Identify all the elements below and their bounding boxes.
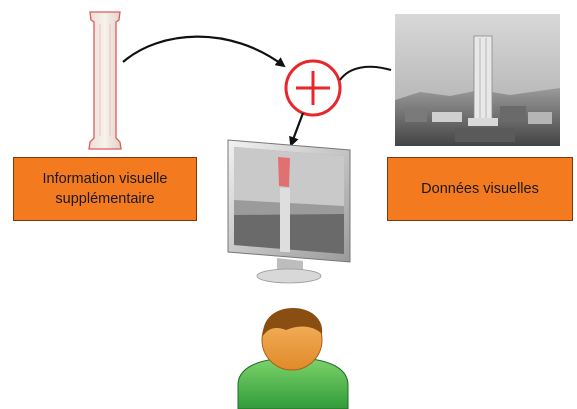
label-left-line1: Information visuelle: [42, 171, 168, 187]
label-visual-data: Données visuelles: [387, 157, 573, 221]
ruins-photo: [395, 14, 560, 146]
plus-circle-icon: [284, 59, 342, 117]
column-drawing-icon: [88, 11, 122, 150]
arrow-photo-to-plus: [339, 65, 392, 81]
monitor-icon: [227, 139, 351, 284]
label-left-line2: supplémentaire: [55, 191, 155, 207]
arrow-column-to-plus: [122, 35, 286, 68]
user-icon: [237, 308, 349, 409]
label-supplementary-visual-info: Information visuelle supplémentaire: [13, 157, 197, 221]
column-highlight-on-screen: [278, 157, 290, 187]
arrow-plus-to-monitor: [289, 112, 305, 147]
label-right-text: Données visuelles: [421, 181, 539, 197]
